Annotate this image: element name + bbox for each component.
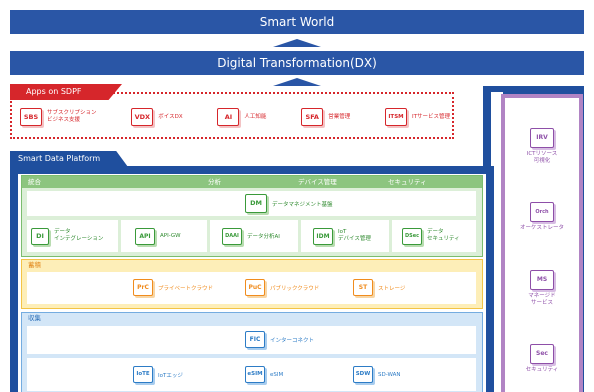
daai-label: データ分析AI [247,234,280,240]
dsec-label: データ セキュリティ [427,229,460,242]
di-label: データ インテグレーション [54,229,104,242]
green-header: 統合 分析 デバイス管理 セキュリティ [22,176,482,188]
orch-label: オーケストレータ [519,225,564,231]
irv-label: ICTリソース 可視化 [526,151,558,164]
fic-label: インターコネクト [270,337,315,344]
prc-node[interactable]: PrC プライベートクラウド [133,279,213,296]
sbs-icon: SBS [20,108,42,126]
storage-row: PrC プライベートクラウド PuC パブリッククラウド ST ストレージ [27,272,476,304]
orch-icon: Orch [530,202,554,222]
app-ai[interactable]: AI 人工知能 [217,108,266,126]
di-icon: DI [31,227,49,245]
header-integration: 統合 [28,178,41,186]
daai-node[interactable]: DAAI データ分析AI [210,220,298,252]
puc-icon: PuC [245,279,265,296]
app-label: 人工知能 [244,113,267,120]
sfa-icon: SFA [301,108,324,126]
esim-node[interactable]: eSIM eSIM [245,366,283,383]
di-node[interactable]: DI データ インテグレーション [27,220,118,252]
app-label: サブスクリプション ビジネス支援 [47,110,97,123]
sdw-label: SD-WAN [378,371,401,378]
dm-icon: DM [245,194,267,213]
st-icon: ST [353,279,373,296]
sec-icon: Sec [530,344,554,364]
header-analysis: 分析 [208,178,221,186]
smart-data-platform-tab: Smart Data Platform [10,151,128,167]
collection-area: 収集 FIC インターコネクト IoTE IoTエッジ eSIM eSIM SD… [21,312,483,392]
dm-label: データマネジメント基盤 [272,201,333,208]
fic-row: FIC インターコネクト [27,326,476,354]
apps-on-sdpf-box: SBS サブスクリプション ビジネス支援 VDX ボイスDX AI 人工知能 S… [10,92,454,139]
header-security: セキュリティ [388,178,427,186]
iote-node[interactable]: IoTE IoTエッジ [133,366,183,383]
dm-node[interactable]: DM データマネジメント基盤 [245,194,333,213]
ai-icon: AI [217,108,240,126]
irv-item[interactable]: IRV ICTリソース 可視化 [505,128,579,165]
app-itsm[interactable]: ITSM ITサービス管理 [385,108,450,126]
fic-node[interactable]: FIC インターコネクト [245,331,314,348]
green-node-row: DI データ インテグレーション API API-GW DAAI データ分析AI… [27,220,476,252]
up-arrow-icon [273,39,321,47]
management-column: IRV ICTリソース 可視化 Orch オーケストレータ MS マネージド サ… [501,94,583,392]
app-sfa[interactable]: SFA 営業管理 [301,108,350,126]
daai-icon: DAAI [222,227,242,245]
iote-label: IoTエッジ [158,372,183,379]
app-label: ボイスDX [158,113,183,120]
fic-icon: FIC [245,331,265,348]
header-device-mgmt: デバイス管理 [298,178,337,186]
ms-icon: MS [530,270,554,290]
sdw-icon: SDW [353,366,373,383]
sec-item[interactable]: Sec セキュリティ [505,344,579,374]
storage-area: 蓄積 PrC プライベートクラウド PuC パブリッククラウド ST ストレージ [21,259,483,309]
smart-world-band: Smart World [10,10,584,34]
app-vdx[interactable]: VDX ボイスDX [131,108,183,126]
puc-node[interactable]: PuC パブリッククラウド [245,279,319,296]
app-label: ITサービス管理 [412,113,450,120]
storage-header: 蓄積 [28,261,41,269]
iote-icon: IoTE [133,366,153,383]
prc-icon: PrC [133,279,153,296]
collection-header: 収集 [28,314,41,322]
integration-analysis-area: 統合 分析 デバイス管理 セキュリティ DM データマネジメント基盤 DI デー… [21,175,483,257]
idm-label: IoT デバイス管理 [338,229,371,242]
apps-on-sdpf-tab: Apps on SDPF [10,84,122,100]
puc-label: パブリッククラウド [270,285,320,292]
sec-label: セキュリティ [525,367,559,373]
dsec-node[interactable]: DSec データ セキュリティ [392,220,476,252]
irv-icon: IRV [530,128,554,148]
prc-label: プライベートクラウド [158,285,214,292]
esim-label: eSIM [270,371,284,378]
edge-row: IoTE IoTエッジ eSIM eSIM SDW SD-WAN [27,358,476,391]
dsec-icon: DSec [402,227,422,245]
dx-band: Digital Transformation(DX) [10,51,584,75]
orch-item[interactable]: Orch オーケストレータ [505,202,579,232]
esim-icon: eSIM [245,366,265,383]
idm-icon: IDM [313,227,333,245]
vdx-icon: VDX [131,108,154,126]
sdw-node[interactable]: SDW SD-WAN [353,366,401,383]
itsm-icon: ITSM [385,108,408,126]
dm-row: DM データマネジメント基盤 [27,191,476,216]
api-label: API-GW [160,233,181,239]
up-arrow-icon [273,78,321,86]
ms-item[interactable]: MS マネージド サービス [505,270,579,307]
st-label: ストレージ [378,285,406,292]
ms-label: マネージド サービス [528,293,556,306]
idm-node[interactable]: IDM IoT デバイス管理 [301,220,389,252]
app-sbs[interactable]: SBS サブスクリプション ビジネス支援 [20,108,97,126]
st-node[interactable]: ST ストレージ [353,279,405,296]
api-node[interactable]: API API-GW [121,220,207,252]
api-icon: API [135,227,155,245]
frame-gap [491,92,503,392]
app-label: 営業管理 [328,113,351,120]
